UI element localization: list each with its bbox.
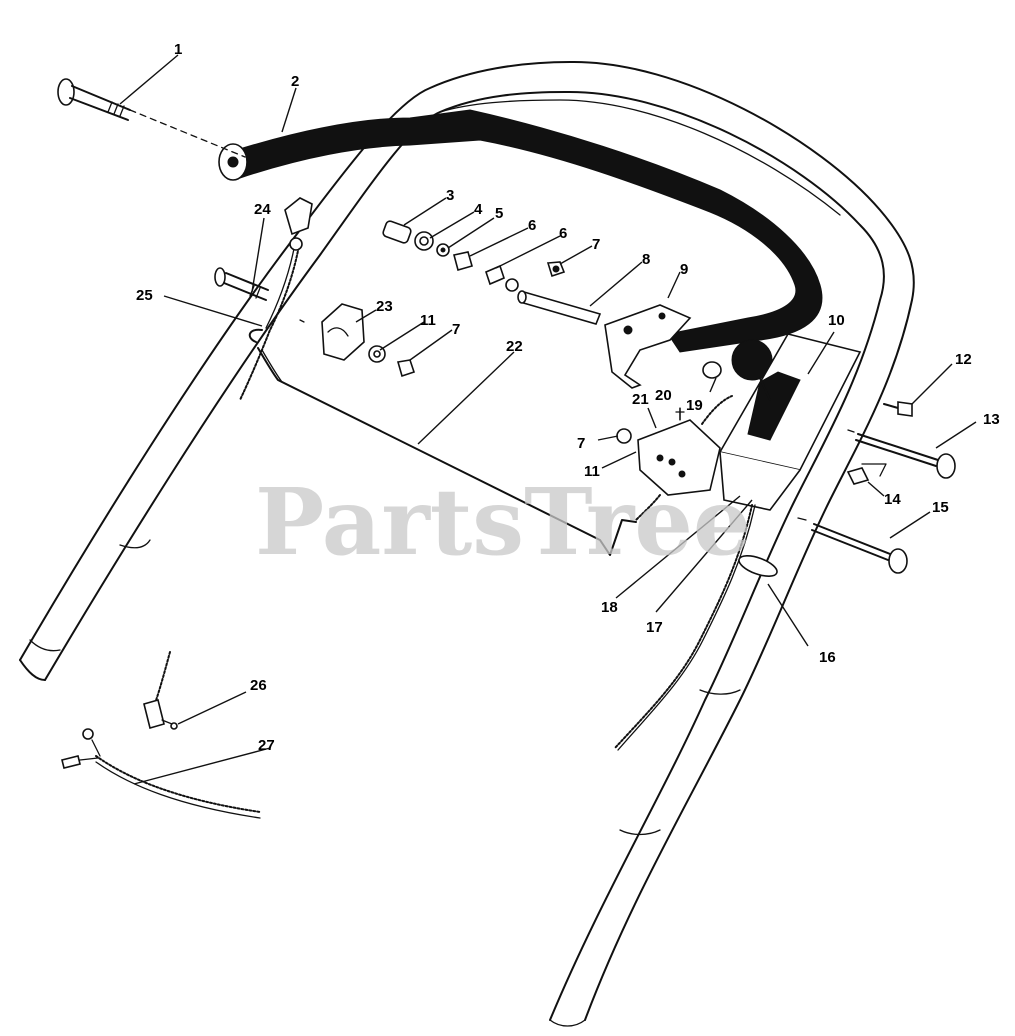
- callout-10: 10: [828, 312, 845, 329]
- callout-14: 14: [884, 491, 901, 508]
- control-bracket-9: [604, 304, 692, 389]
- callout-16: 16: [819, 649, 836, 666]
- callout-5: 5: [495, 205, 503, 222]
- callout-7b: 7: [452, 321, 460, 338]
- callout-labels: 1 2 3 4 5 6 6 7 7 7 8 9 10 11 11 12 13 1…: [136, 41, 1000, 754]
- watermark-text: PartsTree: [255, 468, 751, 576]
- switch-assembly: [616, 361, 733, 521]
- callout-12: 12: [955, 351, 972, 368]
- carriage-bolt-1: [57, 78, 246, 158]
- leader-lines: [119, 54, 977, 785]
- callout-13: 13: [983, 411, 1000, 428]
- callout-23: 23: [376, 298, 393, 315]
- callout-15: 15: [932, 499, 949, 516]
- callout-11a: 11: [420, 312, 436, 329]
- cable-end-26: [143, 651, 178, 730]
- callout-26: 26: [250, 677, 267, 694]
- callout-1: 1: [174, 41, 182, 58]
- callout-9: 9: [680, 261, 688, 278]
- control-cable: [614, 504, 778, 751]
- bail-rod-22: [248, 328, 637, 556]
- pivot-hardware: [382, 220, 566, 292]
- callout-18: 18: [601, 599, 618, 616]
- callout-19: 19: [686, 397, 703, 414]
- callout-6b: 6: [559, 225, 567, 242]
- callout-21: 21: [632, 391, 649, 408]
- pivot-rod-8: [517, 290, 602, 325]
- callout-8: 8: [642, 251, 650, 268]
- callout-4: 4: [474, 201, 483, 218]
- mount-block-23: [299, 303, 416, 378]
- callout-7a: 7: [592, 236, 600, 253]
- callout-22: 22: [506, 338, 523, 355]
- callout-24: 24: [254, 201, 271, 218]
- callout-3: 3: [446, 187, 454, 204]
- cable-27: [61, 728, 261, 819]
- callout-2: 2: [291, 73, 299, 90]
- callout-27: 27: [258, 737, 275, 754]
- callout-6a: 6: [528, 217, 536, 234]
- callout-25: 25: [136, 287, 153, 304]
- right-hardware: [797, 401, 956, 574]
- cable-bracket-24: [214, 197, 313, 301]
- cable-25: [239, 237, 301, 401]
- callout-7c: 7: [577, 435, 585, 452]
- callout-20: 20: [655, 387, 672, 404]
- callout-17: 17: [646, 619, 663, 636]
- callout-11b: 11: [584, 463, 600, 480]
- upper-handle-grip: [218, 109, 823, 353]
